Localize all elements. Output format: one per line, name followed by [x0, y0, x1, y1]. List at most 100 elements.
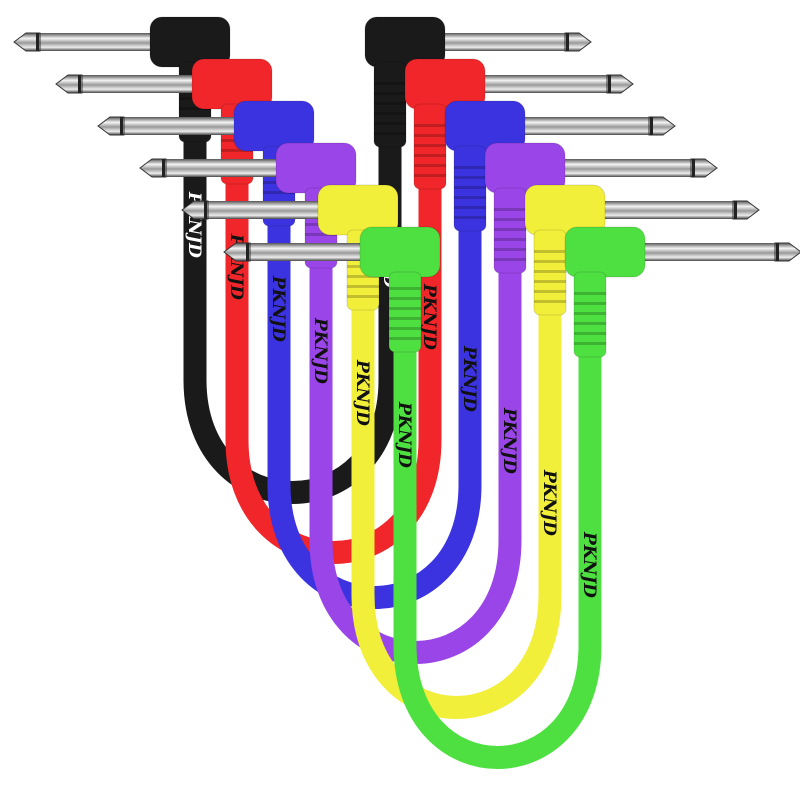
grip-rib: [534, 300, 566, 303]
grip-rib: [494, 218, 526, 221]
brand-print: PKNJD: [459, 345, 479, 412]
grip-rib: [534, 270, 566, 273]
grip-rib: [454, 206, 486, 209]
jack-tip: [139, 158, 167, 178]
grip-rib: [347, 285, 379, 288]
jack-ring: [608, 75, 611, 93]
brand-print: PKNJD: [419, 283, 439, 350]
cable-cord: [393, 270, 602, 769]
brand-print: PKNJD: [499, 407, 519, 474]
brand-print: PKNJD: [352, 359, 372, 426]
jack-sleeve: [640, 243, 775, 261]
jack-sleeve: [440, 33, 565, 51]
jack-sleeve: [560, 159, 691, 177]
jack-tip: [648, 116, 676, 136]
jack-tip: [13, 32, 41, 52]
jack-tip: [564, 32, 592, 52]
grip-rib: [494, 238, 526, 241]
grip-rib: [347, 275, 379, 278]
grip-rib: [389, 307, 421, 310]
grip-rib: [374, 132, 406, 135]
grip-rib: [574, 332, 606, 335]
grip-rib: [534, 260, 566, 263]
jack-ring: [734, 201, 737, 219]
grip-rib: [534, 280, 566, 283]
jack-ring: [162, 159, 165, 177]
left-plug-head: [359, 226, 441, 278]
jack-sleeve: [82, 75, 202, 93]
jack-ring: [776, 243, 779, 261]
right-strain-relief: [573, 271, 607, 358]
grip-rib: [534, 250, 566, 253]
jack-sleeve: [124, 117, 244, 135]
grip-rib: [374, 122, 406, 125]
jack-sleeve: [250, 243, 370, 261]
grip-rib: [454, 176, 486, 179]
grip-rib: [574, 312, 606, 315]
grip-rib: [374, 92, 406, 95]
grip-rib: [389, 297, 421, 300]
grip-rib: [414, 174, 446, 177]
grip-rib: [534, 290, 566, 293]
jack-sleeve: [40, 33, 160, 51]
jack-tip: [181, 200, 209, 220]
jack-tip: [690, 158, 718, 178]
grip-rib: [494, 258, 526, 261]
right-strain-relief: [373, 61, 407, 148]
grip-rib: [494, 228, 526, 231]
jack-sleeve: [520, 117, 649, 135]
grip-rib: [263, 191, 295, 194]
cable-green: PKNJD PKNJD: [223, 226, 800, 769]
jack-sleeve: [600, 201, 733, 219]
cable-purple: PKNJD PKNJD: [139, 142, 718, 664]
right-plug-head: [564, 226, 646, 278]
grip-rib: [221, 149, 253, 152]
jack-tip: [223, 242, 251, 262]
grip-rib: [414, 164, 446, 167]
grip-rib: [389, 337, 421, 340]
grip-rib: [454, 166, 486, 169]
grip-rib: [414, 154, 446, 157]
right-strain-relief: [493, 187, 527, 274]
grip-rib: [454, 196, 486, 199]
grip-rib: [574, 292, 606, 295]
grip-rib: [305, 233, 337, 236]
cable-cord: [351, 228, 562, 719]
grip-rib: [414, 144, 446, 147]
grip-rib: [494, 248, 526, 251]
grip-rib: [389, 287, 421, 290]
jack-ring: [78, 75, 81, 93]
cable-yellow: PKNJD PKNJD: [181, 184, 760, 719]
grip-rib: [414, 134, 446, 137]
brand-print: PKNJD: [539, 469, 559, 536]
jack-ring: [36, 33, 39, 51]
jack-ring: [246, 243, 249, 261]
jack-ring: [692, 159, 695, 177]
jack-ring: [566, 33, 569, 51]
grip-rib: [414, 124, 446, 127]
grip-rib: [179, 107, 211, 110]
cable-cord: [183, 60, 402, 504]
brand-print: PKNJD: [579, 531, 599, 598]
grip-rib: [347, 295, 379, 298]
jack-ring: [650, 117, 653, 135]
grip-rib: [374, 82, 406, 85]
right-strain-relief: [413, 103, 447, 190]
grip-rib: [574, 322, 606, 325]
grip-rib: [374, 102, 406, 105]
left-strain-relief: [388, 271, 422, 353]
jack-sleeve: [166, 159, 286, 177]
right-strain-relief: [533, 229, 567, 316]
jack-ring: [204, 201, 207, 219]
brand-print: PKNJD: [268, 275, 288, 342]
jack-tip: [606, 74, 634, 94]
grip-rib: [454, 186, 486, 189]
grip-rib: [574, 302, 606, 305]
jack-tip: [97, 116, 125, 136]
jack-tip: [774, 242, 800, 262]
grip-rib: [374, 112, 406, 115]
jack-sleeve: [208, 201, 328, 219]
right-strain-relief: [453, 145, 487, 232]
grip-rib: [494, 208, 526, 211]
